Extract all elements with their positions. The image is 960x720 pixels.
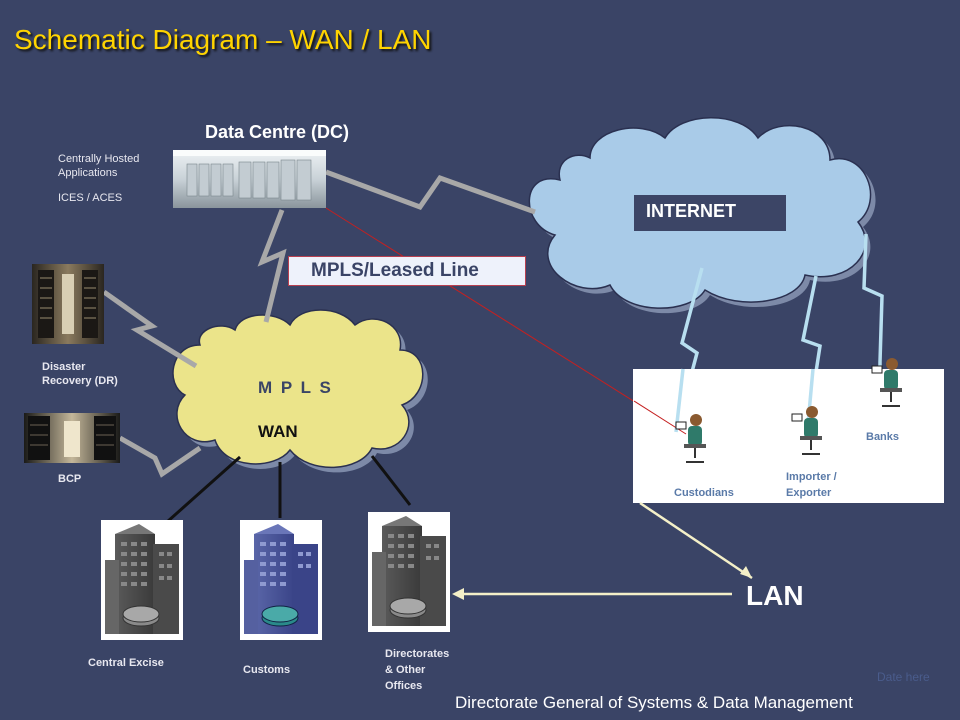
customs-building — [240, 520, 322, 640]
importer-label-line2: Exporter — [786, 487, 832, 499]
wan-cloud — [172, 309, 428, 473]
lan-label: LAN — [746, 580, 804, 611]
directorates-label-line2: & Other — [385, 664, 426, 676]
footer-org: Directorate General of Systems & Data Ma… — [455, 693, 853, 712]
importer-label-line1: Importer / — [786, 471, 837, 483]
link-bcp-wan — [118, 435, 202, 478]
internet-label: INTERNET — [634, 195, 786, 231]
mpls-leased-line-label: MPLS/Leased Line — [288, 256, 526, 286]
directorates-label-line3: Offices — [385, 680, 423, 692]
banks-label: Banks — [866, 431, 900, 443]
bcp-image — [24, 413, 120, 463]
central-excise-building — [101, 520, 183, 640]
wan-cloud-line1: M P L S — [258, 378, 333, 397]
date-placeholder: Date here — [877, 670, 930, 684]
link-dr-wan — [102, 289, 198, 369]
data-centre-image — [173, 150, 326, 208]
bcp-label: BCP — [58, 473, 82, 485]
page-title: Schematic Diagram – WAN / LAN — [14, 24, 432, 55]
gray-links — [102, 169, 536, 478]
link-dc-wan — [257, 209, 287, 323]
directorates-label-line1: Directorates — [385, 648, 450, 660]
dc-note-line3: ICES / ACES — [58, 192, 123, 204]
central-excise-label: Central Excise — [88, 657, 164, 669]
dr-image — [32, 264, 104, 344]
directorates-building — [368, 512, 450, 632]
dr-label-line2: Recovery (DR) — [42, 375, 118, 387]
dc-note-line2: Applications — [58, 167, 118, 179]
link-red-leased — [325, 207, 687, 435]
link-dc-internet — [325, 169, 536, 215]
data-centre-label: Data Centre (DC) — [205, 122, 350, 142]
wan-cloud-line2: WAN — [258, 422, 298, 441]
office-links — [157, 455, 412, 532]
dc-note-line1: Centrally Hosted — [58, 153, 140, 165]
dr-label-line1: Disaster — [42, 361, 86, 373]
customs-label: Customs — [243, 664, 291, 676]
custodians-label: Custodians — [674, 487, 734, 499]
